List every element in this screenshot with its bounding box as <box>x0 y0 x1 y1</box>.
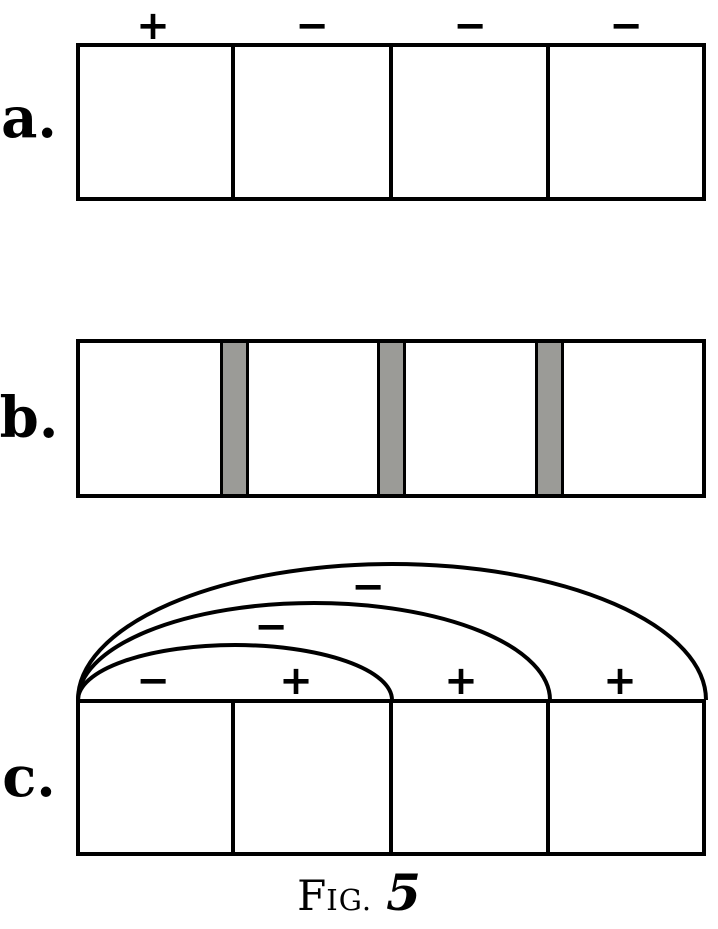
caption-fig-ig: ig. <box>326 883 373 917</box>
row-b-gray-separator-1 <box>220 343 249 494</box>
row-c-divider-1 <box>231 703 235 852</box>
row-c-label: c. <box>2 744 56 810</box>
row-c-sign-plus-2: + <box>279 658 313 704</box>
row-a-box <box>76 43 706 201</box>
row-c-divider-3 <box>546 703 550 852</box>
row-a-divider-1 <box>231 47 235 197</box>
caption-fig-f: F <box>297 871 327 920</box>
row-c-divider-2 <box>389 703 393 852</box>
row-b-gray-separator-3 <box>535 343 564 494</box>
row-a-sign-plus-1: + <box>136 3 170 49</box>
row-b-box <box>76 339 706 498</box>
figure-caption: F ig. 5 <box>259 868 459 926</box>
caption-fig-number: 5 <box>386 863 421 922</box>
row-a-sign-minus-4: − <box>609 3 643 49</box>
row-a-sign-minus-3: − <box>453 3 487 49</box>
row-c-sign-minus-1: − <box>136 658 170 704</box>
row-a-divider-2 <box>389 47 393 197</box>
row-c-sign-plus-4: + <box>603 658 637 704</box>
row-c-box <box>76 699 706 856</box>
row-c-arc-sign-minus-large: − <box>351 564 385 610</box>
row-c-sign-plus-3: + <box>444 658 478 704</box>
row-c-arc-sign-minus-medium: − <box>254 604 288 650</box>
row-a-sign-minus-2: − <box>295 3 329 49</box>
row-c-arc-small <box>76 643 394 701</box>
row-b-label: b. <box>0 385 59 451</box>
row-b-gray-separator-2 <box>377 343 406 494</box>
row-a-label: a. <box>1 85 57 151</box>
row-a-divider-3 <box>546 47 550 197</box>
